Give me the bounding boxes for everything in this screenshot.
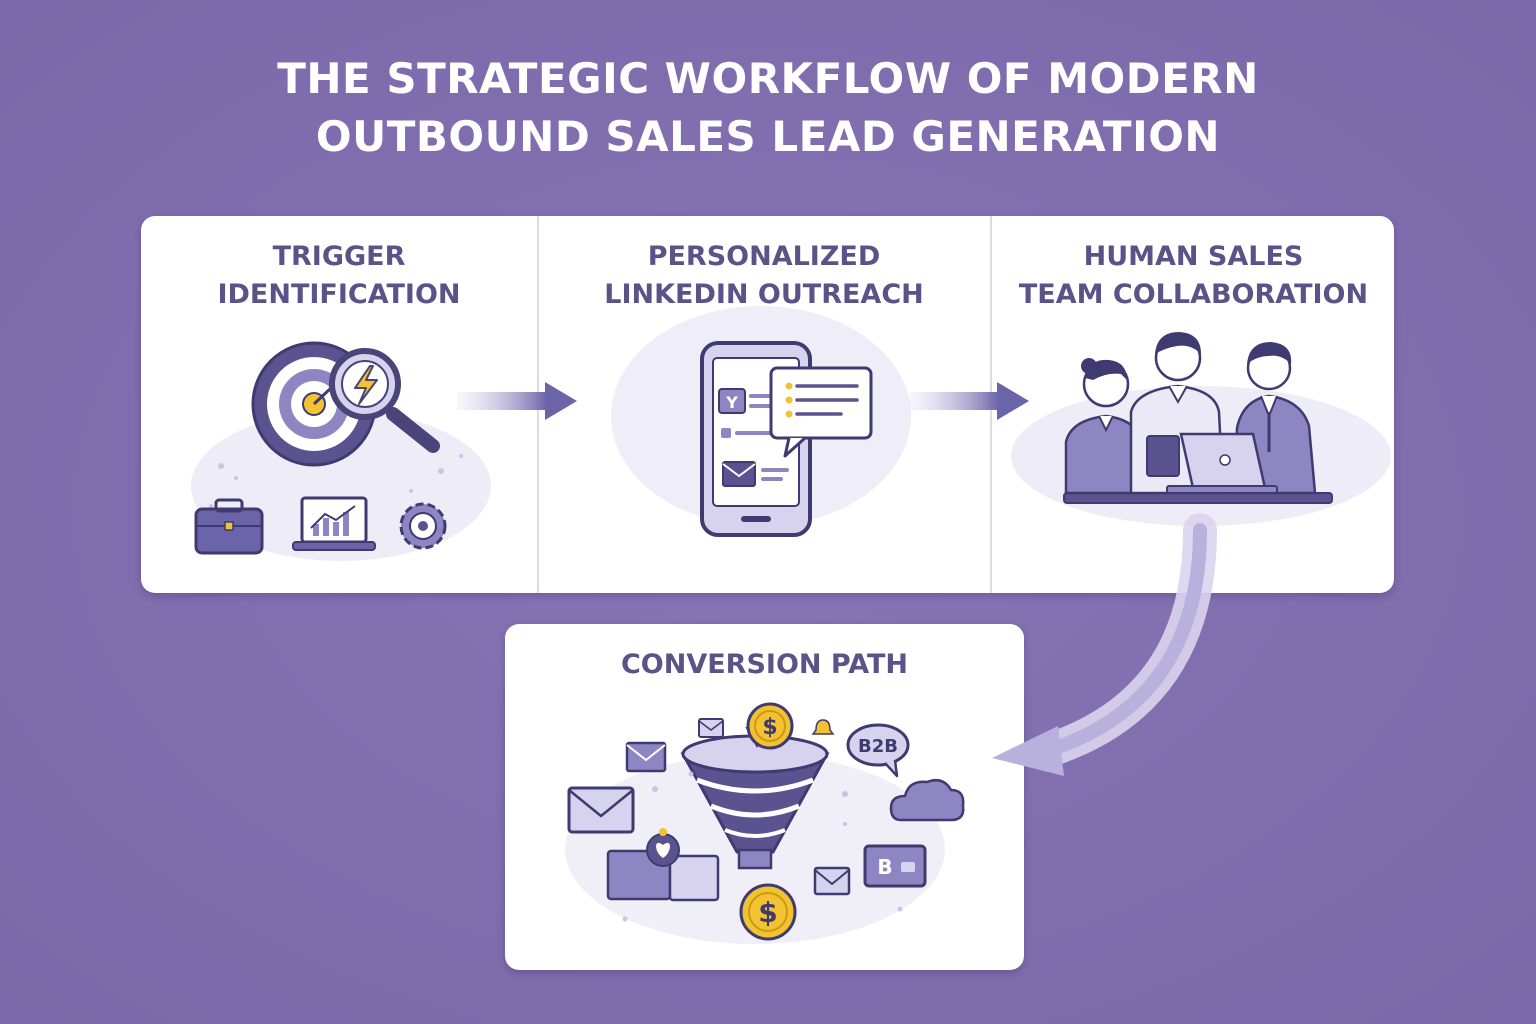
flow-arrow-2 [909,382,1029,420]
folder-heart-icon [606,828,720,902]
step-title-line: LINKEDIN OUTREACH [604,279,924,310]
step-title-line: TRIGGER [272,241,406,272]
step-title-line: TEAM COLLABORATION [1018,279,1369,310]
dollar-sign: $ [758,896,777,929]
gear-badge-icon [399,502,447,550]
step-title-line: PERSONALIZED [647,241,881,272]
bell-icon [811,719,835,735]
b2b-chat-bubble-icon: B2B [846,723,910,778]
b-label: B [877,855,892,879]
step-title-conversion-path: CONVERSION PATH [620,649,909,680]
briefcase-icon [194,498,264,555]
envelope-icon [813,866,851,896]
profile-letter: Y [725,393,738,412]
lightning-icon [354,365,378,405]
envelope-icon [625,741,667,773]
cloud-icon [889,779,965,822]
step-title-linkedin-outreach: PERSONALIZED LINKEDIN OUTREACH [549,238,979,314]
dollar-coin-icon: $ [745,702,794,750]
page-title-line-1: THE STRATEGIC WORKFLOW OF MODERN [277,54,1259,103]
envelope-icon [722,461,756,487]
envelope-icon [698,718,724,738]
step-title-line: HUMAN SALES [1083,241,1304,272]
conversion-illustrations: $ $ B2B B [565,702,965,944]
top-panel-illustrations: Y [191,306,1391,561]
step-title-team-collaboration: HUMAN SALES TEAM COLLABORATION [1001,238,1386,314]
funnel-icon [680,734,830,870]
laptop-chart-icon [292,496,376,551]
step-title-line: IDENTIFICATION [217,279,461,310]
page-title-line-2: OUTBOUND SALES LEAD GENERATION [315,112,1221,161]
workflow-steps-panel: TRIGGER IDENTIFICATION PERSONALIZED LINK… [141,216,1394,593]
conversion-path-panel: CONVERSION PATH $ $ [505,624,1024,970]
step-title-trigger-identification: TRIGGER IDENTIFICATION [161,238,517,314]
flow-arrow-1 [457,382,577,420]
tablet-icon [1146,435,1180,477]
laptop-icon [1166,432,1278,494]
dollar-coin-icon: $ [739,883,797,941]
envelope-icon [567,786,635,834]
dollar-sign: $ [762,715,777,740]
chat-bubble-icon [769,366,873,458]
b2b-label: B2B [858,736,898,757]
b-tag-icon: B [863,844,927,888]
